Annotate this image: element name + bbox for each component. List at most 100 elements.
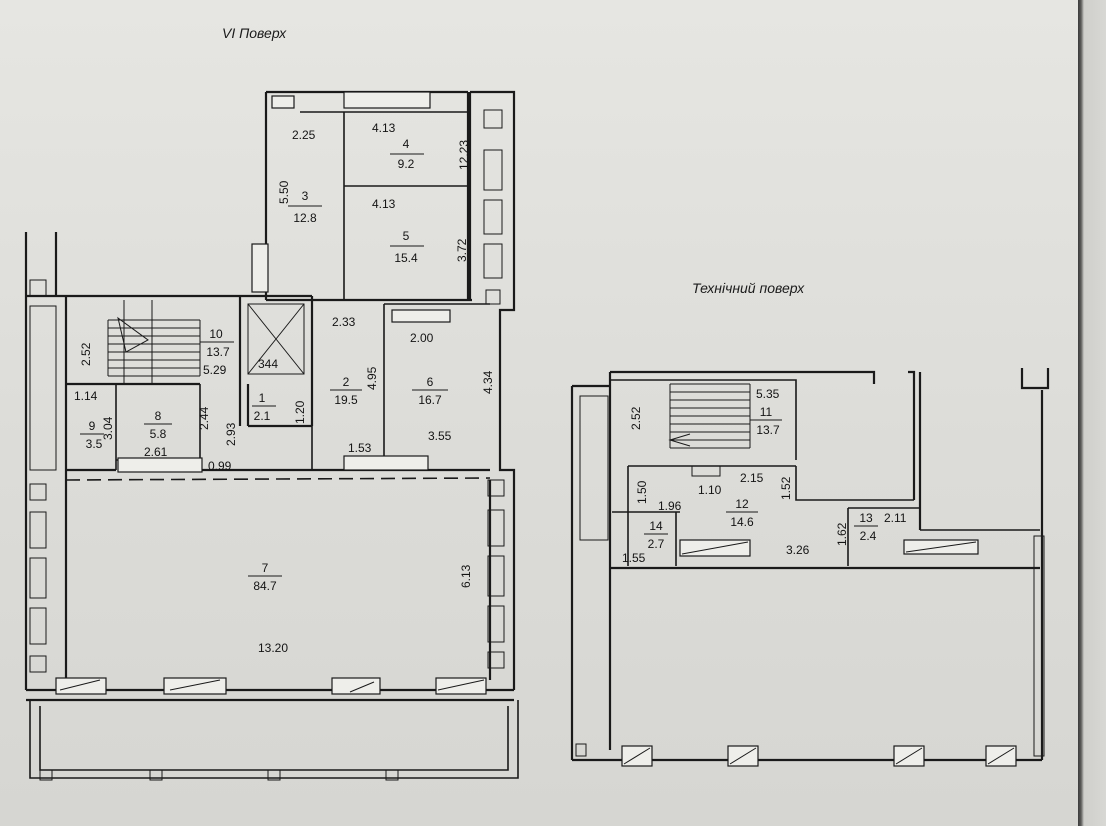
dim-label: 2.44 (197, 406, 211, 430)
room5-number: 5 (403, 229, 410, 243)
room9-area: 3.5 (86, 437, 103, 451)
dim-label: 1.55 (622, 551, 646, 565)
floor-plan-drawing: 3 12.8 4 9.2 5 15.4 10 13.7 2 19.5 6 16.… (24, 90, 1050, 781)
balcony-post (385, 769, 399, 781)
column-box (29, 305, 57, 471)
tech-column-box (1033, 535, 1045, 757)
tech-floor-title: Технічний поверх (692, 280, 805, 296)
dim-label: 2.15 (740, 471, 764, 485)
room12-area: 14.6 (730, 515, 754, 529)
dim-label: 2.33 (332, 315, 356, 329)
room3-area: 12.8 (293, 211, 317, 225)
room6-area: 16.7 (418, 393, 442, 407)
dim-label: 1.50 (635, 480, 649, 504)
window (391, 309, 451, 323)
window-marks (59, 679, 485, 693)
upper-wing-partitions (300, 111, 468, 300)
dim-label: 2.25 (292, 128, 316, 142)
room4-area: 9.2 (398, 157, 415, 171)
tech-stair-treads (668, 383, 751, 449)
column-box (29, 511, 47, 549)
upper-wing-walls (264, 90, 472, 302)
dim-label: 2.11 (884, 511, 907, 525)
dashed-boundary (65, 477, 491, 481)
room7-area: 84.7 (253, 579, 277, 593)
room9-number: 9 (89, 419, 96, 433)
room10-number: 10 (209, 327, 223, 341)
column-box (483, 199, 503, 235)
room2-area: 19.5 (334, 393, 358, 407)
room11-number: 11 (760, 405, 773, 419)
room7-number: 7 (262, 561, 269, 575)
balcony-post (149, 769, 163, 781)
room1-number: 1 (259, 391, 266, 405)
dim-label: 12.23 (457, 140, 471, 170)
dim-label: 2.00 (410, 331, 434, 345)
dim-label: 3.72 (455, 238, 469, 262)
dim-label: 1.20 (293, 400, 307, 424)
tech-opening (691, 465, 721, 477)
column-box (29, 279, 47, 297)
dim-label: 1.62 (835, 522, 849, 546)
dim-label: 4.13 (372, 121, 396, 135)
tech-outer-walls (570, 368, 1050, 762)
floor6-title: VI Поверх (222, 25, 287, 41)
room13-number: 13 (859, 511, 873, 525)
dim-label: 2.61 (144, 445, 168, 459)
window (343, 455, 429, 471)
room12-number: 12 (735, 497, 749, 511)
column-box (483, 243, 503, 279)
dim-label: 6.13 (459, 564, 473, 588)
left-column (24, 232, 68, 690)
dim-label: 13.20 (258, 641, 288, 655)
window (271, 95, 295, 109)
dim-label: 5.29 (203, 363, 227, 377)
column-box (487, 651, 505, 669)
dim-label: 5.35 (756, 387, 780, 401)
dim-label: 4.34 (481, 370, 495, 394)
column-box (485, 289, 501, 305)
tech-column-box (579, 395, 609, 541)
balcony-post (39, 769, 53, 781)
stair-treads (107, 300, 201, 384)
column-box (487, 605, 505, 643)
room6-number: 6 (427, 375, 434, 389)
window (331, 677, 381, 695)
room10-area: 13.7 (206, 345, 230, 359)
tech-floor-plan: 11 13.7 12 14.6 13 2.4 14 2.7 5.35 2.52 … (570, 368, 1050, 767)
dim-label: 3.55 (428, 429, 452, 443)
balcony-outline (29, 700, 519, 779)
floor6-room-labels: 3 12.8 4 9.2 5 15.4 10 13.7 2 19.5 6 16.… (80, 137, 448, 593)
window-marks (623, 541, 1015, 765)
floor6-dimensions: 2.25 4.13 12.23 5.50 4.13 3.72 2.33 2.00… (74, 121, 495, 655)
room11-area: 13.7 (756, 423, 780, 437)
elevator-cross (247, 303, 305, 375)
room1-area: 2.1 (254, 409, 271, 423)
sheet-edge (1078, 0, 1106, 826)
window (251, 243, 269, 293)
room14-number: 14 (649, 519, 663, 533)
dim-label: 1.52 (779, 476, 793, 500)
room5-area: 15.4 (394, 251, 418, 265)
column-box (29, 557, 47, 599)
window (343, 91, 431, 109)
column-box (483, 149, 503, 191)
elevator-shaft (247, 303, 305, 375)
dim-label: 1.53 (348, 441, 372, 455)
dim-label: 1.14 (74, 389, 98, 403)
room2-number: 2 (343, 375, 350, 389)
dim-label: 1.96 (658, 499, 682, 513)
tech-dimensions: 5.35 2.52 1.10 2.15 1.50 1.52 1.96 1.55 … (622, 387, 907, 565)
room3-number: 3 (302, 189, 309, 203)
dim-label: 1.10 (698, 483, 722, 497)
room4-number: 4 (403, 137, 410, 151)
room14-area: 2.7 (648, 537, 665, 551)
column-box (487, 479, 505, 497)
dim-label: 3.26 (786, 543, 810, 557)
right-column (468, 90, 516, 690)
column-box (487, 509, 505, 547)
dim-label: 2.52 (79, 342, 93, 366)
column-box (483, 109, 503, 129)
column-box (487, 555, 505, 597)
room7-walls (26, 480, 514, 702)
